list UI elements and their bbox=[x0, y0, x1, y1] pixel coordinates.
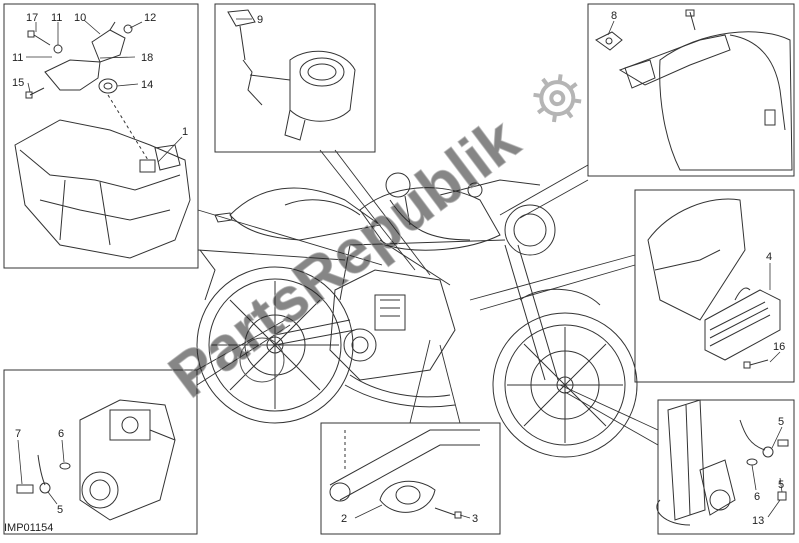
watermark-text: PartsRepublik bbox=[157, 105, 532, 411]
callout-5-top: 5 bbox=[778, 416, 784, 428]
frame-tank-sensor bbox=[587, 3, 795, 177]
callout-4: 4 bbox=[766, 251, 772, 263]
callout-6-right: 6 bbox=[754, 491, 760, 503]
frame-regulator bbox=[634, 189, 795, 383]
callout-3: 3 bbox=[472, 513, 478, 525]
callout-5: 5 bbox=[57, 504, 63, 516]
motorcycle-illustration bbox=[196, 172, 638, 458]
regulator-parts bbox=[647, 198, 781, 369]
callout-17: 17 bbox=[26, 12, 38, 24]
callout-18: 18 bbox=[141, 52, 153, 64]
horn-parts bbox=[329, 429, 480, 519]
callout-6: 6 bbox=[58, 428, 64, 440]
frame-horn bbox=[320, 422, 501, 535]
callout-9: 9 bbox=[257, 14, 263, 26]
callout-11-top: 11 bbox=[51, 12, 62, 24]
callout-15: 15 bbox=[12, 77, 24, 89]
callout-11-side: 11 bbox=[12, 52, 23, 64]
callout-8: 8 bbox=[611, 10, 617, 22]
callout-numbers: 17 11 10 12 11 18 15 14 1 9 8 4 16 7 6 5… bbox=[12, 10, 785, 527]
callout-16: 16 bbox=[773, 341, 785, 353]
callout-12: 12 bbox=[144, 12, 156, 24]
callout-14: 14 bbox=[141, 79, 153, 91]
callout-7: 7 bbox=[15, 428, 21, 440]
callout-2: 2 bbox=[341, 513, 347, 525]
battery-tray-parts bbox=[14, 21, 191, 259]
callout-leaders bbox=[17, 18, 783, 519]
frame-rear-caliper bbox=[3, 369, 198, 535]
frame-front-fork bbox=[657, 399, 795, 535]
tank-sensor-parts bbox=[595, 9, 793, 171]
throttle-body-parts bbox=[227, 9, 356, 141]
callout-10: 10 bbox=[74, 12, 86, 24]
callout-13: 13 bbox=[752, 515, 764, 527]
front-fork-parts bbox=[656, 399, 789, 526]
gear-icon bbox=[533, 74, 582, 123]
frame-battery-tray bbox=[3, 3, 199, 269]
callout-1: 1 bbox=[182, 126, 188, 138]
frame-sensor-throttle bbox=[214, 3, 376, 153]
watermark: PartsRepublik bbox=[156, 74, 582, 412]
callout-5-bottom: 5 bbox=[778, 479, 784, 491]
detail-frames bbox=[3, 3, 795, 535]
reference-code: IMP01154 bbox=[4, 522, 53, 534]
rear-caliper-parts bbox=[16, 399, 176, 521]
